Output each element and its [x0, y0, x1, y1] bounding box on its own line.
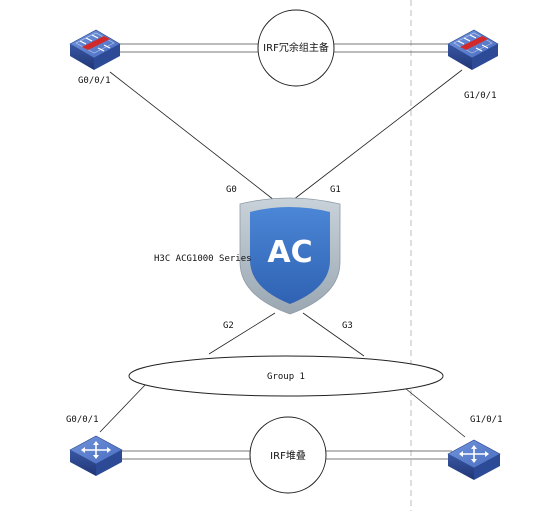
- port-g2-label: G2: [223, 321, 234, 331]
- link-g0-left-firewall: [109, 71, 275, 201]
- irf-redundancy-group-label: IRF冗余组主备: [263, 41, 329, 54]
- group-1-aggregation: Group 1: [128, 355, 444, 397]
- port-g0-label: G0: [226, 185, 237, 195]
- port-g1-label: G1: [330, 185, 341, 195]
- access-controller-shield-icon[interactable]: AC: [239, 197, 341, 315]
- bottom-right-port-label: G1/0/1: [470, 415, 503, 425]
- bottom-left-port-label: G0/0/1: [66, 415, 99, 425]
- controller-model-label: H3C ACG1000 Series: [154, 254, 252, 264]
- link-g2: [208, 312, 276, 355]
- right-firewall-icon[interactable]: [447, 29, 499, 70]
- link-g3: [302, 312, 365, 357]
- irf-redundancy-group-node: IRF冗余组主备: [257, 9, 335, 87]
- irf-stack-label: IRF堆叠: [270, 450, 306, 462]
- left-switch-icon[interactable]: [69, 435, 123, 476]
- irf-stack-node: IRF堆叠: [249, 416, 327, 494]
- ac-icon-text: AC: [267, 235, 312, 270]
- left-firewall-icon[interactable]: [69, 29, 121, 70]
- link-g1-right-firewall: [292, 69, 463, 201]
- link-right-switch: [399, 383, 466, 438]
- port-g3-label: G3: [342, 321, 353, 331]
- top-right-port-label: G1/0/1: [464, 91, 497, 101]
- group-1-label: Group 1: [267, 372, 305, 382]
- link-left-switch: [99, 383, 147, 433]
- right-switch-icon[interactable]: [447, 439, 501, 480]
- top-left-port-label: G0/0/1: [78, 76, 111, 86]
